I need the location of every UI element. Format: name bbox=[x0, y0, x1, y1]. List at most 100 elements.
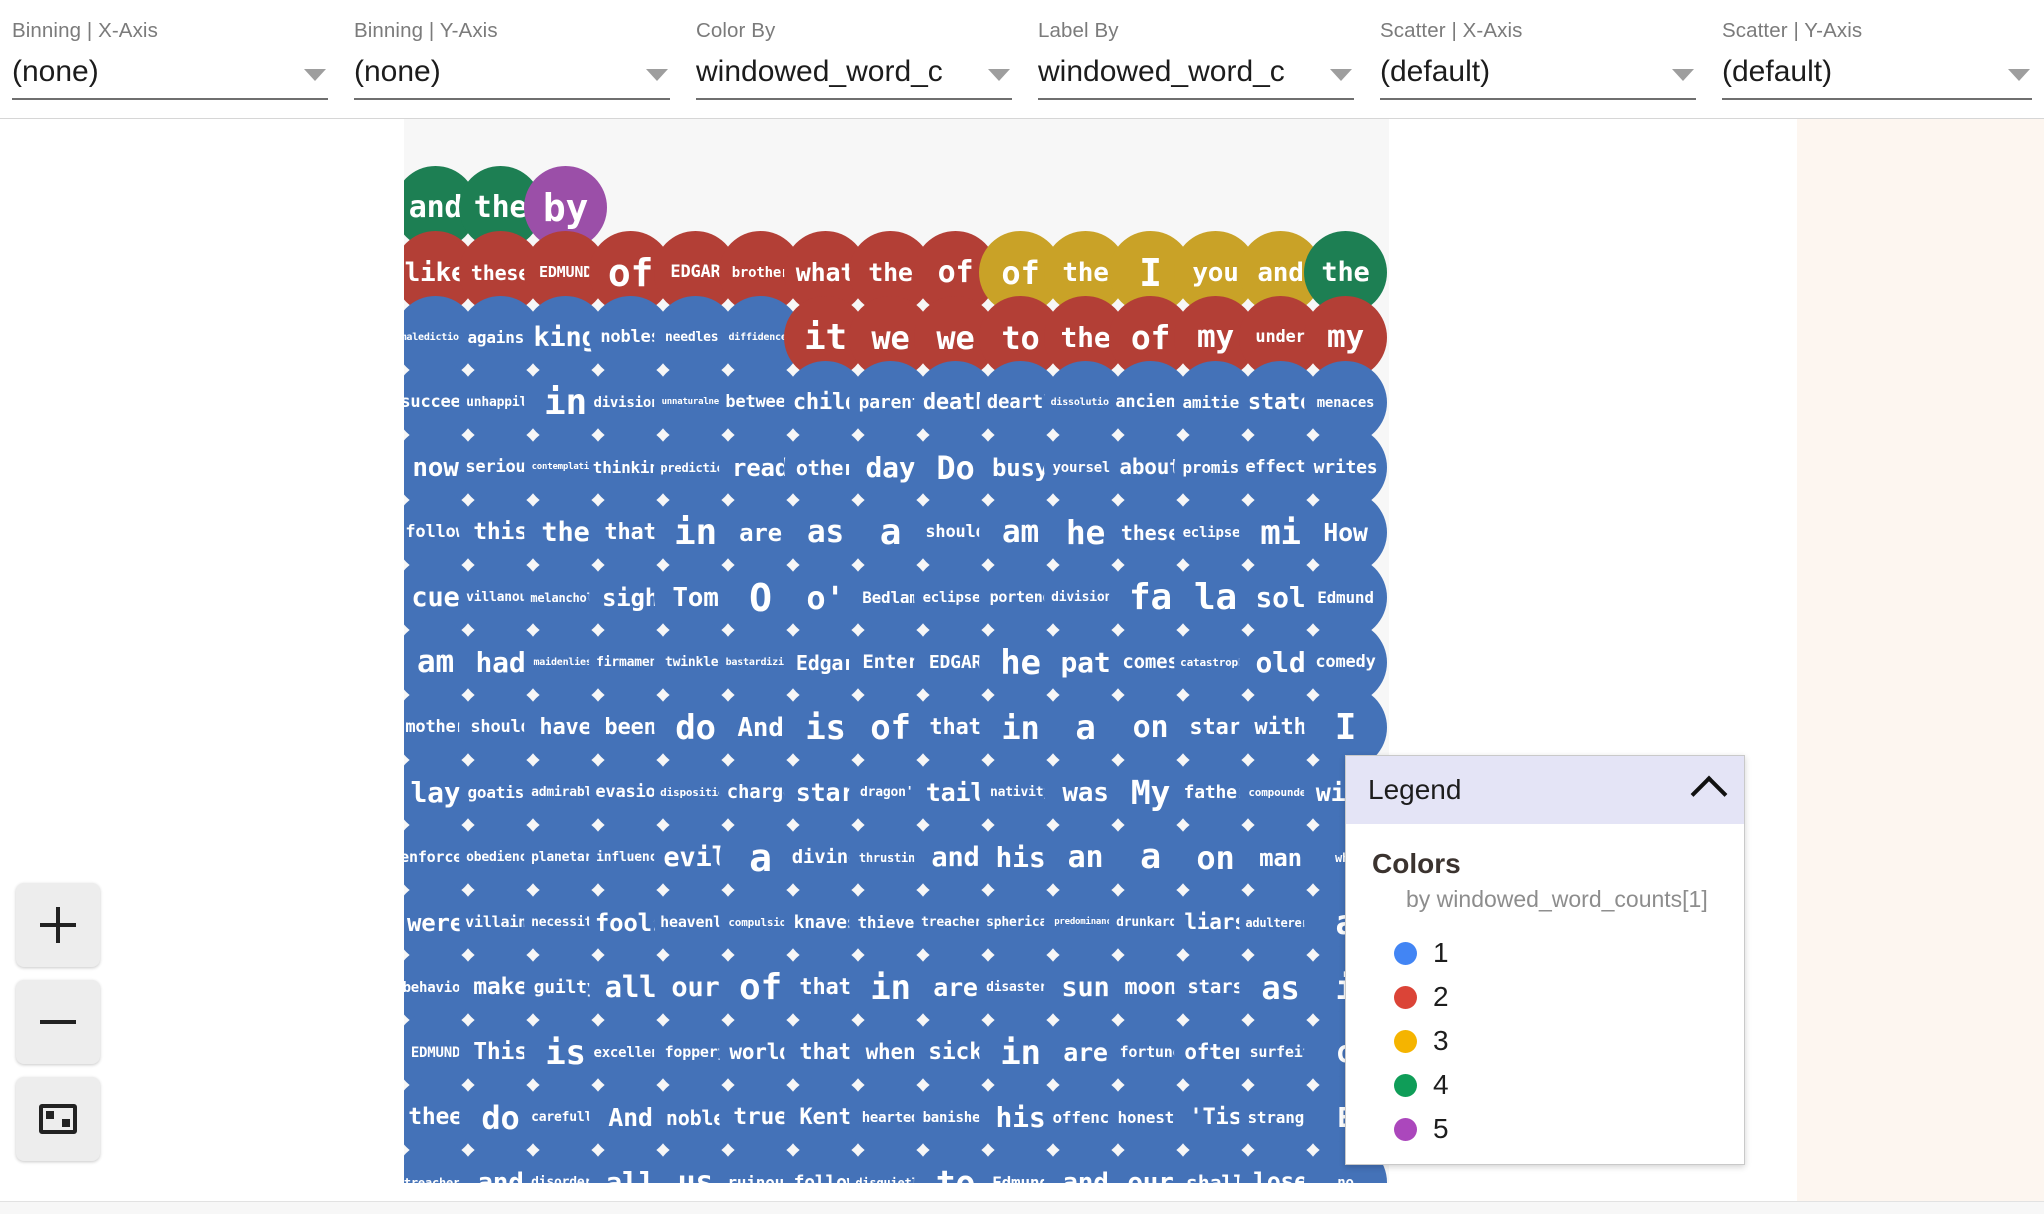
legend-header[interactable]: Legend bbox=[1346, 756, 1744, 824]
legend-item[interactable]: 5 bbox=[1372, 1107, 1718, 1151]
zoom-out-button[interactable] bbox=[16, 980, 100, 1064]
color-by-select[interactable]: windowed_word_c bbox=[696, 50, 1012, 100]
controls-toolbar: Binning | X-Axis(none)Binning | Y-Axis(n… bbox=[0, 0, 2044, 119]
bubble-point[interactable]: needless bbox=[654, 296, 737, 379]
bubble-label: this bbox=[473, 519, 528, 545]
bubble-label: I bbox=[1139, 250, 1162, 295]
chevron-down-icon[interactable] bbox=[1672, 69, 1694, 81]
bubble-label: other bbox=[795, 455, 856, 480]
bubble-label: about bbox=[1119, 455, 1182, 479]
bubble-label: mother bbox=[405, 717, 466, 737]
bubble-label: no bbox=[1337, 1174, 1354, 1184]
bubble-label: disquietly bbox=[855, 1175, 926, 1184]
bubble-label: guilty bbox=[533, 976, 598, 998]
legend-item[interactable]: 1 bbox=[1372, 931, 1718, 975]
bubble-label: This bbox=[473, 1039, 528, 1065]
scatter-y-axis-select[interactable]: (default) bbox=[1722, 50, 2032, 100]
legend-item[interactable]: 4 bbox=[1372, 1063, 1718, 1107]
bubble-label: knaves bbox=[793, 911, 858, 933]
bubble-point[interactable]: obedience bbox=[459, 816, 542, 899]
bubble-label: on bbox=[1196, 838, 1235, 877]
bubble-label: offence bbox=[1052, 1107, 1119, 1127]
chevron-down-icon[interactable] bbox=[646, 69, 668, 81]
bubble-label: Bedlam bbox=[862, 587, 919, 607]
bubble-label: is bbox=[805, 707, 846, 748]
bubble-label: fortune bbox=[1119, 1043, 1182, 1061]
bubble-label: were bbox=[407, 908, 464, 937]
bubble-label: as bbox=[1261, 968, 1300, 1007]
legend-item[interactable]: 2 bbox=[1372, 975, 1718, 1019]
bubble-label: firmament bbox=[596, 655, 665, 670]
bubble-label: influence bbox=[596, 850, 665, 865]
bubble-label: we bbox=[871, 318, 910, 357]
bubble-label: the bbox=[868, 258, 913, 287]
bubble-label: obedience bbox=[466, 850, 535, 865]
label-by-label: Label By bbox=[1038, 19, 1119, 42]
bubble-label: true bbox=[733, 1104, 788, 1130]
bubble-label: prediction bbox=[660, 460, 731, 475]
bubble-label: EDGAR bbox=[670, 262, 721, 282]
bubble-label: my bbox=[1197, 319, 1234, 355]
bubble-label: death bbox=[922, 389, 989, 415]
legend-color-swatch bbox=[1394, 985, 1417, 1009]
bubble-label: a bbox=[749, 835, 772, 880]
zoom-in-button[interactable] bbox=[16, 883, 100, 967]
binning-y-axis-select[interactable]: (none) bbox=[354, 50, 670, 100]
bubble-label: maledictions bbox=[404, 331, 471, 343]
bubble-label: in bbox=[1000, 1032, 1041, 1073]
bubble-label: of bbox=[1001, 253, 1040, 292]
chevron-down-icon[interactable] bbox=[988, 69, 1010, 81]
bubble-label: EDMUND bbox=[539, 263, 592, 281]
bubble-label: moon bbox=[1124, 974, 1177, 1000]
bubble-label: man bbox=[1259, 843, 1302, 872]
bubble-label: that bbox=[799, 1039, 852, 1065]
bubble-point[interactable]: by bbox=[524, 166, 607, 249]
legend-item[interactable]: 3 bbox=[1372, 1019, 1718, 1063]
bubble-label: of bbox=[870, 707, 911, 748]
bubble-label: comedy bbox=[1315, 652, 1376, 672]
bubble-label: thinking bbox=[592, 457, 669, 477]
chevron-up-icon[interactable] bbox=[1690, 775, 1728, 813]
fit-screen-button[interactable] bbox=[16, 1077, 100, 1161]
bubble-label: villanous bbox=[466, 590, 535, 605]
bubble-label: lay bbox=[410, 775, 461, 809]
bubble-point[interactable]: he bbox=[1044, 491, 1127, 574]
bubble-label: o' bbox=[806, 578, 845, 617]
bubble-label: 'Tis bbox=[1189, 1104, 1242, 1130]
field-binning-x-axis: Binning | X-Axis(none) bbox=[12, 18, 328, 100]
bubble-label: follow bbox=[793, 1171, 858, 1183]
bubble-label: king bbox=[533, 322, 598, 353]
plus-icon bbox=[40, 907, 76, 943]
bubble-point[interactable]: heavenly bbox=[654, 881, 737, 964]
bubble-label: sun bbox=[1061, 972, 1110, 1003]
bubble-label: all bbox=[605, 1165, 656, 1183]
bubble-label: tail bbox=[925, 778, 986, 807]
scatter-x-axis-select[interactable]: (default) bbox=[1380, 50, 1696, 100]
chevron-down-icon[interactable] bbox=[1330, 69, 1352, 81]
bubble-label: on bbox=[1132, 709, 1169, 745]
bubble-label: excellent bbox=[593, 1044, 668, 1061]
chevron-down-icon[interactable] bbox=[304, 69, 326, 81]
binning-x-axis-select[interactable]: (none) bbox=[12, 50, 328, 100]
bubble-label: shall bbox=[1185, 1170, 1246, 1184]
bubble-label: as bbox=[807, 514, 844, 550]
bubble-point[interactable]: menaces bbox=[1304, 361, 1387, 444]
chevron-down-icon[interactable] bbox=[2008, 69, 2030, 81]
bubble-label: often bbox=[1184, 1040, 1247, 1064]
bubble-label: in bbox=[870, 967, 911, 1008]
bubble-label: Edmund bbox=[992, 1172, 1049, 1183]
scatter-x-axis-value: (default) bbox=[1380, 55, 1491, 88]
bubble-label: an bbox=[1067, 839, 1104, 875]
legend-item-label: 1 bbox=[1433, 937, 1449, 968]
bubble-label: contemplation bbox=[531, 462, 600, 472]
label-by-select[interactable]: windowed_word_c bbox=[1038, 50, 1354, 100]
bubble-label: pat bbox=[1060, 645, 1111, 679]
legend-panel[interactable]: Legend Colors by windowed_word_counts[1]… bbox=[1345, 755, 1745, 1165]
bubble-label: nobles bbox=[600, 327, 661, 347]
bubble-label: villains bbox=[465, 913, 536, 931]
